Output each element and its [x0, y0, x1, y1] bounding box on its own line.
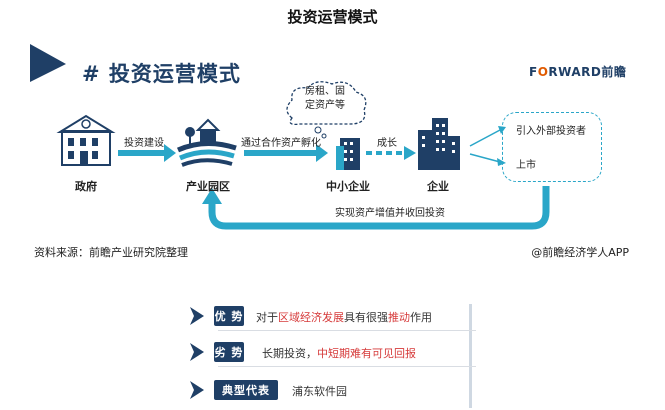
- sme-building-icon: [336, 138, 360, 170]
- edge-return-label: 实现资产增值并收回投资: [335, 208, 445, 219]
- page-title: 投资运营模式: [287, 8, 378, 26]
- advantage-text: 对于区域经济发展具有很强推动作用: [256, 311, 432, 324]
- label-advantage: 优 势: [214, 306, 244, 326]
- edge-grow-label: 成长: [377, 138, 397, 149]
- bubble-text: 房租、固 定资产等: [305, 86, 345, 111]
- label-disadvantage: 劣 势: [214, 342, 244, 362]
- industrial-park-icon: [176, 118, 237, 167]
- government-building-icon: [56, 114, 116, 166]
- representative-text: 浦东软件园: [292, 385, 347, 398]
- table-side-bar: [469, 304, 472, 408]
- header-triangle-icon: [30, 44, 66, 82]
- brand-logo: FORWARD前瞻: [529, 65, 627, 79]
- edge-incubate-label: 通过合作资产孵化: [241, 138, 321, 149]
- row-divider: [218, 366, 476, 367]
- arrow-invest-build: [118, 144, 176, 162]
- node-government-label: 政府: [75, 180, 97, 193]
- label-representative: 典型代表: [214, 380, 278, 400]
- enterprise-towers-icon: [418, 118, 460, 170]
- exit-item-ipo: 上市: [516, 160, 536, 171]
- arrows-to-exit: [469, 126, 506, 166]
- node-industrial-park-label: 产业园区: [186, 180, 230, 193]
- credit-note: @前瞻经济学人APP: [531, 246, 629, 259]
- arrow-incubate: [244, 144, 328, 162]
- cloud-bubble-icon: [286, 81, 367, 139]
- chevron-right-icon: [190, 307, 204, 325]
- exit-item-external-investors: 引入外部投资者: [516, 126, 586, 137]
- exit-box: [502, 112, 602, 182]
- chevron-right-icon: [190, 381, 204, 399]
- disadvantage-text: 长期投资，中短期难有可见回报: [262, 347, 416, 360]
- infographic-panel: [22, 34, 644, 238]
- panel-title: # 投资运营模式: [82, 62, 241, 86]
- node-sme-label: 中小企业: [326, 180, 370, 193]
- chevron-right-icon: [190, 343, 204, 361]
- source-note: 资料来源：前瞻产业研究院整理: [34, 246, 188, 259]
- row-divider: [218, 330, 476, 331]
- node-enterprise-label: 企业: [427, 180, 449, 193]
- arrow-return-loop: [202, 186, 550, 230]
- flow-diagram: [56, 81, 550, 230]
- edge-invest-build-label: 投资建设: [124, 138, 164, 149]
- arrow-grow: [366, 146, 416, 160]
